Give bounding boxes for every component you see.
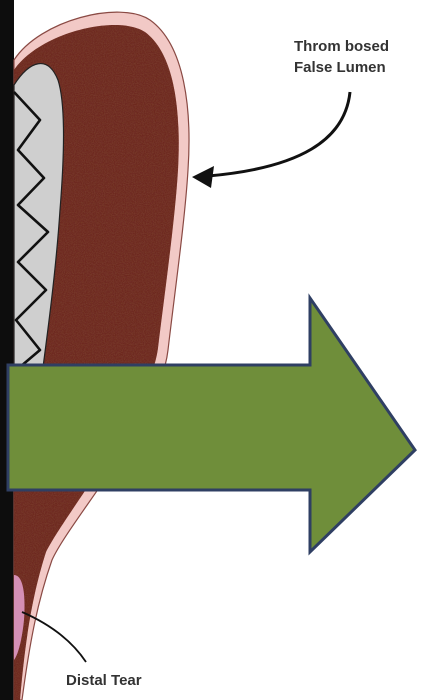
thrombosed-label-line1: Throm bosed [294,38,390,55]
distal-tear-label: Distal Tear [66,672,142,689]
thrombosed-pointer-arrowhead [192,166,214,188]
stent-graft [13,91,50,373]
left-dark-panel [0,0,14,700]
distal-tear-pointer-line [21,611,87,663]
thrombosed-false-lumen-label: Throm bosed False Lumen [294,36,389,78]
distal-tear-region [14,575,25,660]
thrombosed-label-line2: False Lumen [294,59,386,76]
true-lumen [13,62,65,396]
right-arrow-shape [6,293,417,556]
thrombosed-pointer-line [207,91,352,178]
